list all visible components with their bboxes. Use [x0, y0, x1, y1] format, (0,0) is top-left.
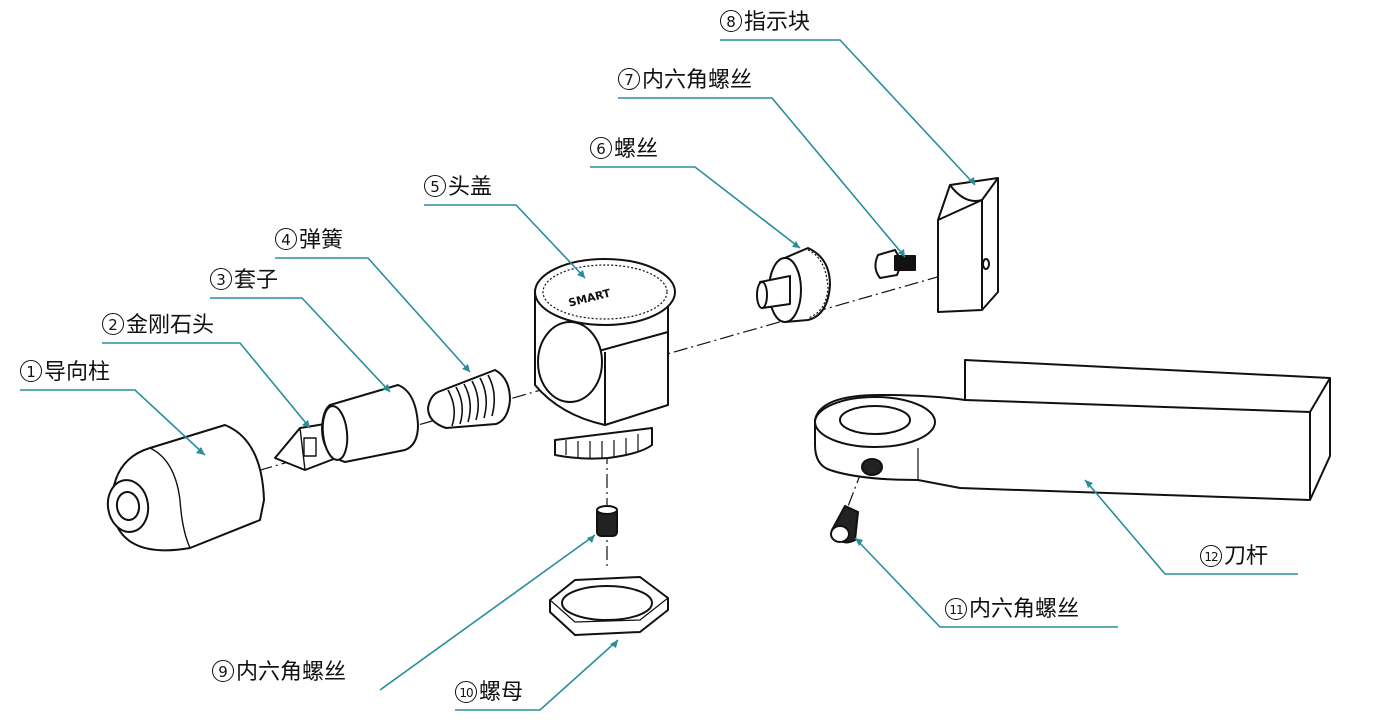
leader-lines [20, 39, 1298, 711]
tool-bar-part [814, 359, 1331, 501]
guide-post-part [106, 424, 265, 552]
indicator-block-part [937, 177, 999, 313]
screw-part [756, 247, 831, 323]
sleeve-part [321, 384, 419, 463]
hex-socket-screw-7-part [874, 249, 916, 279]
set-screw-9-part [596, 505, 618, 537]
hex-socket-screw-11-part [830, 505, 859, 544]
leader-arrowheads [196, 177, 1093, 648]
spring-part [427, 369, 511, 429]
head-cap-part: SMART [534, 258, 676, 460]
nut-part [549, 576, 669, 636]
